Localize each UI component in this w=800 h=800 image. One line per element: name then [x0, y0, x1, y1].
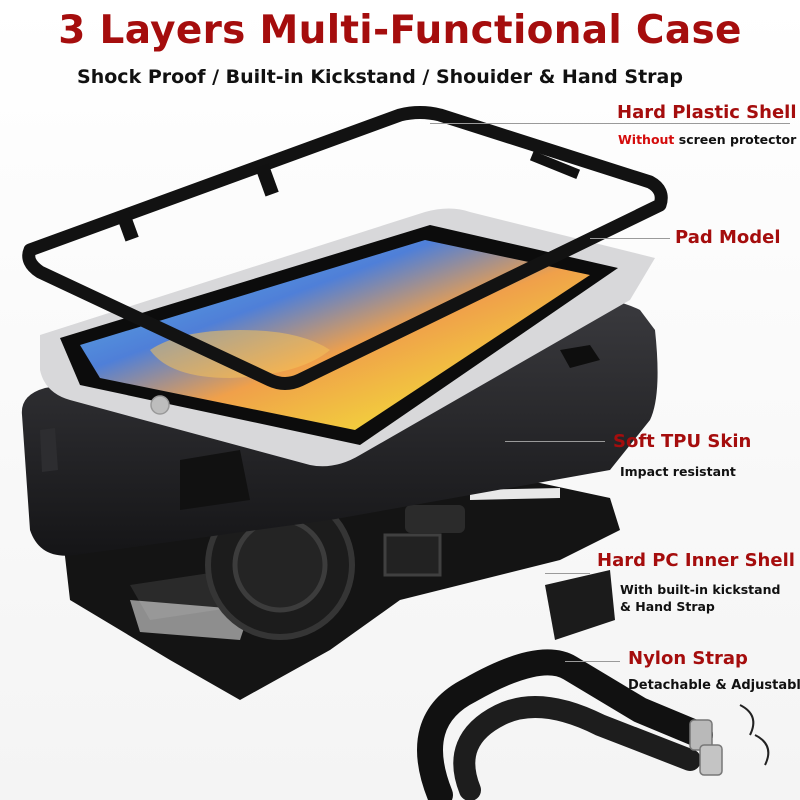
leader-line-nylon-strap — [565, 661, 620, 662]
hard-plastic-shell — [22, 106, 668, 390]
label-hard-plastic-shell: Hard Plastic Shell — [617, 102, 797, 123]
leader-line-tpu-skin — [505, 441, 605, 442]
label-hard-pc-inner-shell: Hard PC Inner Shell — [597, 550, 795, 571]
desc-hard-pc-inner-line1: With built-in kickstand — [620, 582, 781, 597]
leader-line-pc-inner — [545, 573, 590, 574]
desc-nylon-strap: Detachable & Adjustable — [628, 678, 800, 693]
leader-line-hard-plastic — [430, 123, 790, 124]
page-title: 3 Layers Multi-Functional Case — [58, 8, 742, 53]
tablet-pad-model — [40, 208, 655, 467]
page-subtitle: Shock Proof / Built-in Kickstand / Shoui… — [77, 66, 683, 88]
nylon-strap — [417, 649, 770, 800]
label-soft-tpu-skin: Soft TPU Skin — [613, 431, 752, 452]
label-pad-model: Pad Model — [675, 227, 781, 248]
desc-rest: screen protector — [674, 132, 797, 147]
desc-highlight: Without — [618, 132, 675, 147]
label-nylon-strap: Nylon Strap — [628, 648, 748, 669]
desc-hard-plastic-shell: Without screen protector — [618, 132, 796, 147]
desc-hard-pc-inner-line2: & Hand Strap — [620, 599, 715, 614]
leader-line-pad-model — [590, 238, 670, 239]
desc-soft-tpu-skin: Impact resistant — [620, 464, 736, 479]
